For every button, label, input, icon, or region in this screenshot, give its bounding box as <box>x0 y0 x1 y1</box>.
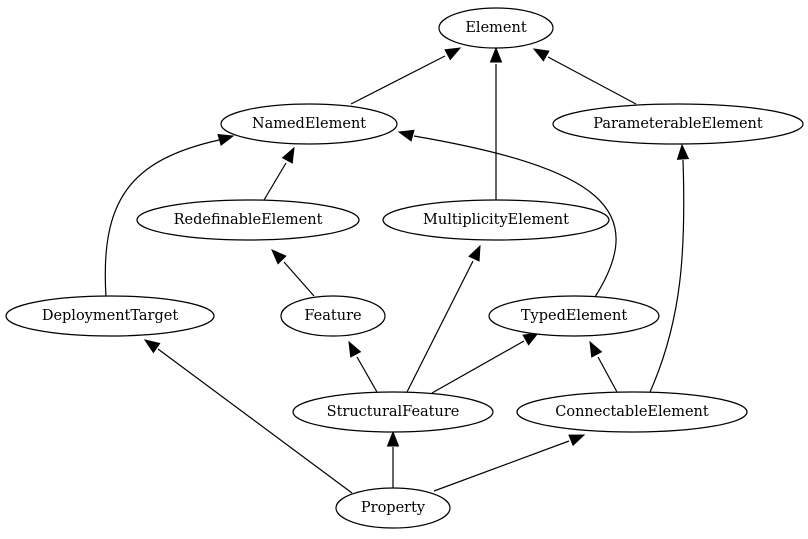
node-label: Property <box>361 500 426 516</box>
arrowhead <box>522 332 540 346</box>
arrowhead <box>468 244 481 262</box>
edge-line <box>413 135 617 298</box>
edge-line <box>431 340 525 394</box>
edge-property-to-connectable-element <box>433 434 586 492</box>
arrowhead <box>217 133 235 146</box>
node-label: Feature <box>304 308 361 324</box>
arrowhead <box>348 340 362 358</box>
edge-layer <box>104 46 690 494</box>
edge-named-element-to-element <box>350 47 462 105</box>
edge-line <box>433 440 570 492</box>
edge-parameterable-element-to-element <box>532 48 637 105</box>
node-label: NamedElement <box>252 116 366 132</box>
node-structural-feature[interactable]: StructuralFeature <box>292 391 494 433</box>
edge-connectable-element-to-typed-element <box>589 340 618 393</box>
edge-structural-feature-to-multiplicity-element <box>406 244 481 393</box>
node-ellipse <box>220 103 398 145</box>
node-label: ConnectableElement <box>555 404 709 420</box>
edge-line <box>406 260 474 393</box>
arrowhead <box>532 48 550 62</box>
node-label: StructuralFeature <box>327 404 460 420</box>
node-ellipse <box>292 391 494 433</box>
node-ellipse <box>516 391 748 433</box>
edge-multiplicity-element-to-element <box>489 46 503 200</box>
node-feature[interactable]: Feature <box>280 295 386 337</box>
edge-line <box>350 55 446 105</box>
edge-property-to-deployment-target <box>143 339 353 494</box>
node-label: Element <box>465 20 526 36</box>
edge-line <box>597 356 618 393</box>
arrowhead <box>386 430 400 447</box>
edge-feature-to-redefinable-element <box>271 249 315 297</box>
node-ellipse <box>382 199 610 241</box>
node-ellipse <box>335 487 451 529</box>
arrowhead <box>489 46 503 63</box>
edge-line <box>104 139 220 298</box>
arrowhead <box>589 340 603 358</box>
edge-line <box>283 261 315 297</box>
edge-structural-feature-to-typed-element <box>431 332 540 394</box>
edge-line <box>263 162 287 201</box>
arrowhead <box>676 143 690 160</box>
edge-line <box>356 356 378 393</box>
edge-line <box>157 348 353 494</box>
node-ellipse <box>438 7 554 49</box>
node-multiplicity-element[interactable]: MultiplicityElement <box>382 199 610 241</box>
arrowhead <box>397 129 415 142</box>
node-ellipse <box>136 199 360 241</box>
node-parameterable-element[interactable]: ParameterableElement <box>552 103 804 145</box>
arrowhead <box>444 47 462 61</box>
node-typed-element[interactable]: TypedElement <box>488 295 660 337</box>
node-redefinable-element[interactable]: RedefinableElement <box>136 199 360 241</box>
arrowhead <box>143 339 161 354</box>
node-named-element[interactable]: NamedElement <box>220 103 398 145</box>
node-label: ParameterableElement <box>593 116 763 132</box>
edge-structural-feature-to-feature <box>348 340 378 393</box>
node-ellipse <box>5 295 215 337</box>
edge-redefinable-element-to-named-element <box>263 146 295 201</box>
arrowhead <box>568 434 586 447</box>
edge-line <box>547 56 637 105</box>
node-connectable-element[interactable]: ConnectableElement <box>516 391 748 433</box>
node-label: TypedElement <box>521 308 627 324</box>
edge-connectable-element-to-parameterable-element <box>649 143 690 393</box>
node-deployment-target[interactable]: DeploymentTarget <box>5 295 215 337</box>
node-label: MultiplicityElement <box>423 212 569 228</box>
edge-deployment-target-to-named-element <box>104 133 235 298</box>
edge-typed-element-to-named-element <box>397 129 617 298</box>
edge-property-to-structural-feature <box>386 430 400 488</box>
node-ellipse <box>488 295 660 337</box>
arrowhead <box>271 249 287 265</box>
node-label: DeploymentTarget <box>42 308 179 324</box>
arrowhead <box>281 146 295 164</box>
node-element[interactable]: Element <box>438 7 554 49</box>
edge-line <box>649 159 685 393</box>
node-label: RedefinableElement <box>174 212 323 228</box>
node-ellipse <box>280 295 386 337</box>
node-ellipse <box>552 103 804 145</box>
node-property[interactable]: Property <box>335 487 451 529</box>
